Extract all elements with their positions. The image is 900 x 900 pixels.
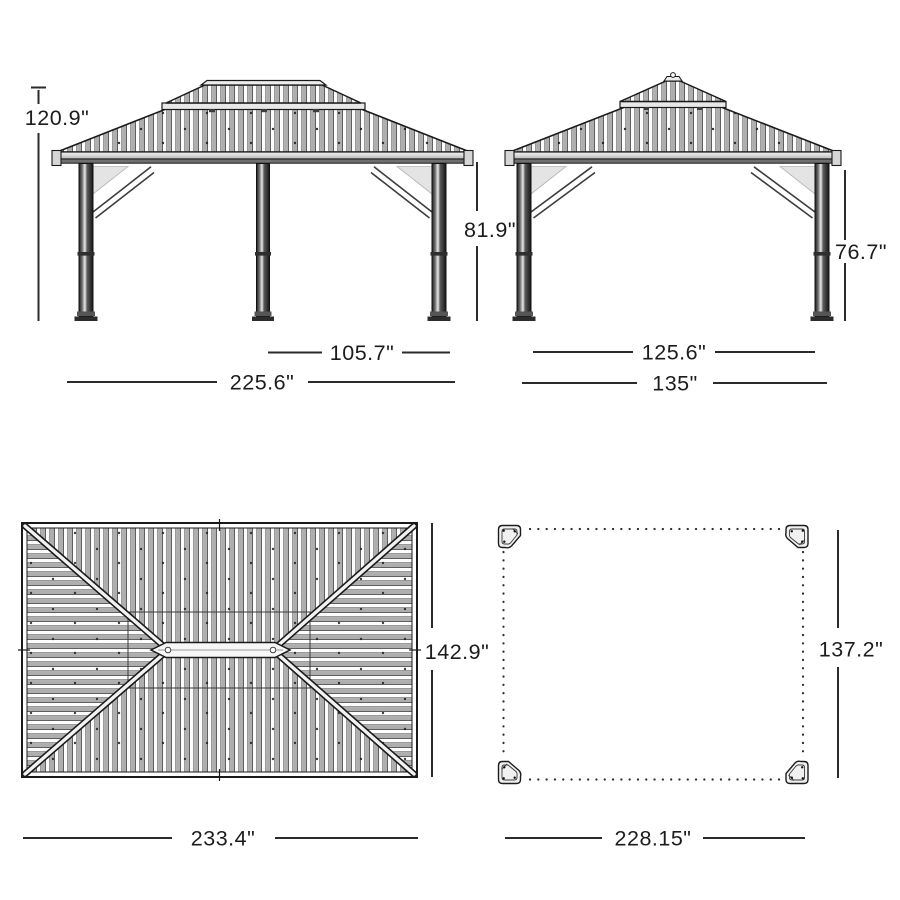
front-upper-roof bbox=[165, 84, 362, 104]
side-band-tab bbox=[697, 107, 702, 110]
side-elevation-view bbox=[504, 72, 842, 321]
footprint-plate-top-right bbox=[785, 524, 809, 549]
side-post-right bbox=[810, 163, 834, 321]
front-elevation-view bbox=[51, 79, 474, 321]
dim-label-roof-depth: 142.9" bbox=[425, 640, 489, 664]
footprint-plate-bottom-left bbox=[497, 760, 522, 785]
dim-label-side-inner-width: 125.6" bbox=[642, 341, 706, 365]
front-eave-cap-left bbox=[51, 149, 62, 167]
roof-top-view bbox=[18, 519, 421, 781]
front-apex-cap bbox=[199, 79, 328, 86]
side-main-roof-dots bbox=[510, 107, 836, 152]
side-finial-knob bbox=[670, 72, 676, 78]
front-post-left bbox=[74, 163, 98, 321]
front-post-right bbox=[427, 163, 451, 321]
footprint-plate-top-left bbox=[497, 524, 522, 549]
side-finial-cap bbox=[662, 75, 684, 82]
dimension-lines bbox=[23, 86, 846, 839]
dim-label-front-post-height: 81.9" bbox=[464, 218, 516, 242]
front-corner-brace-left bbox=[92, 166, 155, 219]
front-band-tab bbox=[313, 109, 319, 113]
front-corner-brace-right bbox=[370, 166, 433, 219]
roof-center-marks bbox=[18, 519, 421, 781]
dim-label-roof-width: 233.4" bbox=[191, 827, 255, 851]
side-eave-cap-right bbox=[831, 149, 842, 167]
front-eave-cap-right bbox=[463, 149, 474, 167]
front-tier-band bbox=[161, 102, 366, 111]
footprint-view bbox=[497, 524, 809, 785]
dim-label-front-overall-width: 225.6" bbox=[230, 371, 294, 395]
dim-label-footprint-width: 228.15" bbox=[615, 827, 692, 851]
side-band-tab bbox=[644, 107, 649, 110]
footprint-plate-bottom-right bbox=[785, 760, 809, 785]
front-eave-fascia bbox=[54, 151, 471, 160]
roof-hip-lines bbox=[21, 522, 418, 778]
front-eave-lip bbox=[54, 158, 471, 164]
dim-label-front-inner-width: 105.7" bbox=[330, 341, 394, 365]
front-main-roof-dots bbox=[57, 109, 470, 152]
dim-label-side-post-height: 76.7" bbox=[835, 240, 887, 264]
dim-label-front-total-height: 120.9" bbox=[25, 106, 89, 130]
side-corner-brace-left bbox=[530, 166, 596, 219]
side-eave-lip bbox=[507, 158, 839, 164]
front-post-center bbox=[252, 163, 274, 321]
side-upper-roof bbox=[619, 80, 727, 103]
side-eave-cap-left bbox=[504, 149, 515, 167]
dim-label-footprint-depth: 137.2" bbox=[819, 638, 883, 662]
roof-ridge-cap bbox=[149, 641, 292, 659]
dim-label-side-overall-width: 135" bbox=[652, 372, 698, 396]
side-corner-brace-right bbox=[750, 166, 816, 219]
side-tier-band bbox=[619, 100, 727, 109]
side-eave-fascia bbox=[507, 151, 839, 160]
roof-upper-tier-outline bbox=[127, 611, 311, 689]
front-band-tab bbox=[261, 109, 267, 113]
front-band-tab bbox=[209, 109, 215, 113]
footprint-dotted-outline bbox=[502, 527, 805, 781]
side-post-left bbox=[512, 163, 536, 321]
